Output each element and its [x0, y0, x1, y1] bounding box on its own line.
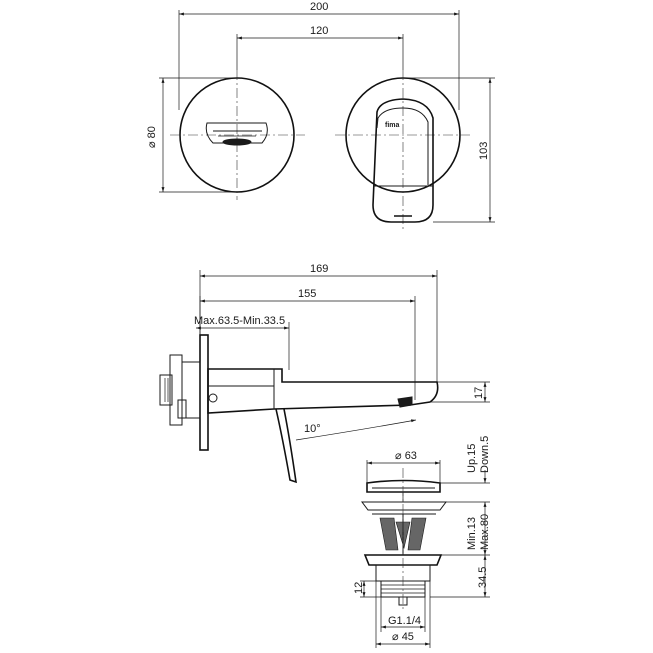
dim-12-label: 12 — [353, 582, 365, 594]
dimension-12: 12 — [353, 580, 381, 598]
dim-17-label: 17 — [473, 387, 485, 399]
dim-min-label: Min.13 — [466, 517, 478, 550]
dim-103-label: 103 — [478, 142, 490, 160]
brand-mark: fima — [385, 122, 400, 129]
dim-200-label: 200 — [310, 1, 328, 13]
dim-120-label: 120 — [310, 25, 328, 37]
dim-45-label: ⌀ 45 — [392, 631, 414, 643]
dim-up-label: Up.15 — [466, 444, 478, 473]
waste-cap — [366, 479, 441, 493]
dim-wall-range-label: Max.63.5-Min.33.5 — [194, 315, 285, 327]
dim-34-5-label: 34.5 — [477, 567, 489, 588]
wall-plate — [199, 334, 209, 451]
dimension-155: 155 — [199, 288, 416, 400]
dimension-stroke: Up.15 Down.5 — [440, 436, 491, 484]
dim-169-label: 169 — [310, 263, 328, 275]
dim-80-label: ⌀ 80 — [146, 126, 158, 148]
concealed-body — [159, 354, 218, 426]
dimension-dia-45: ⌀ 45 — [375, 581, 431, 648]
dimension-dia-63: ⌀ 63 — [366, 450, 441, 483]
waste-flange — [361, 492, 447, 515]
dimension-17: 17 — [430, 381, 490, 403]
dim-down-label: Down.5 — [479, 436, 491, 473]
spout — [207, 368, 439, 414]
dim-155-label: 155 — [298, 288, 316, 300]
dimension-wall-range: Max.63.5-Min.33.5 — [194, 315, 290, 370]
dim-max-label: Max.80 — [479, 514, 491, 550]
dim-thread-label: G1.1/4 — [388, 615, 421, 627]
dimension-thread: G1.1/4 — [380, 597, 426, 632]
angle-label: 10° — [304, 423, 321, 435]
side-lever — [275, 408, 297, 484]
dimension-dia-80: ⌀ 80 — [146, 77, 237, 193]
aerator-outlet — [205, 122, 268, 146]
dimension-200: 200 — [178, 1, 460, 110]
dimension-min-max: Min.13 Max.80 — [441, 501, 491, 556]
mixer-lever — [372, 98, 434, 223]
dim-63-label: ⌀ 63 — [395, 450, 417, 462]
dimension-34-5: 34.5 — [430, 555, 490, 598]
dimension-103: 103 — [403, 77, 495, 223]
dimension-169: 169 — [199, 263, 438, 382]
dimension-120: 120 — [236, 25, 404, 70]
top-view: fima 200 120 ⌀ 80 103 — [146, 1, 495, 232]
waste-view: ⌀ 63 Up.15 Down.5 Min.13 Max.80 34.5 — [353, 436, 491, 648]
side-view: 10° 169 155 Max.63.5-Min.33.5 17 — [159, 263, 490, 484]
